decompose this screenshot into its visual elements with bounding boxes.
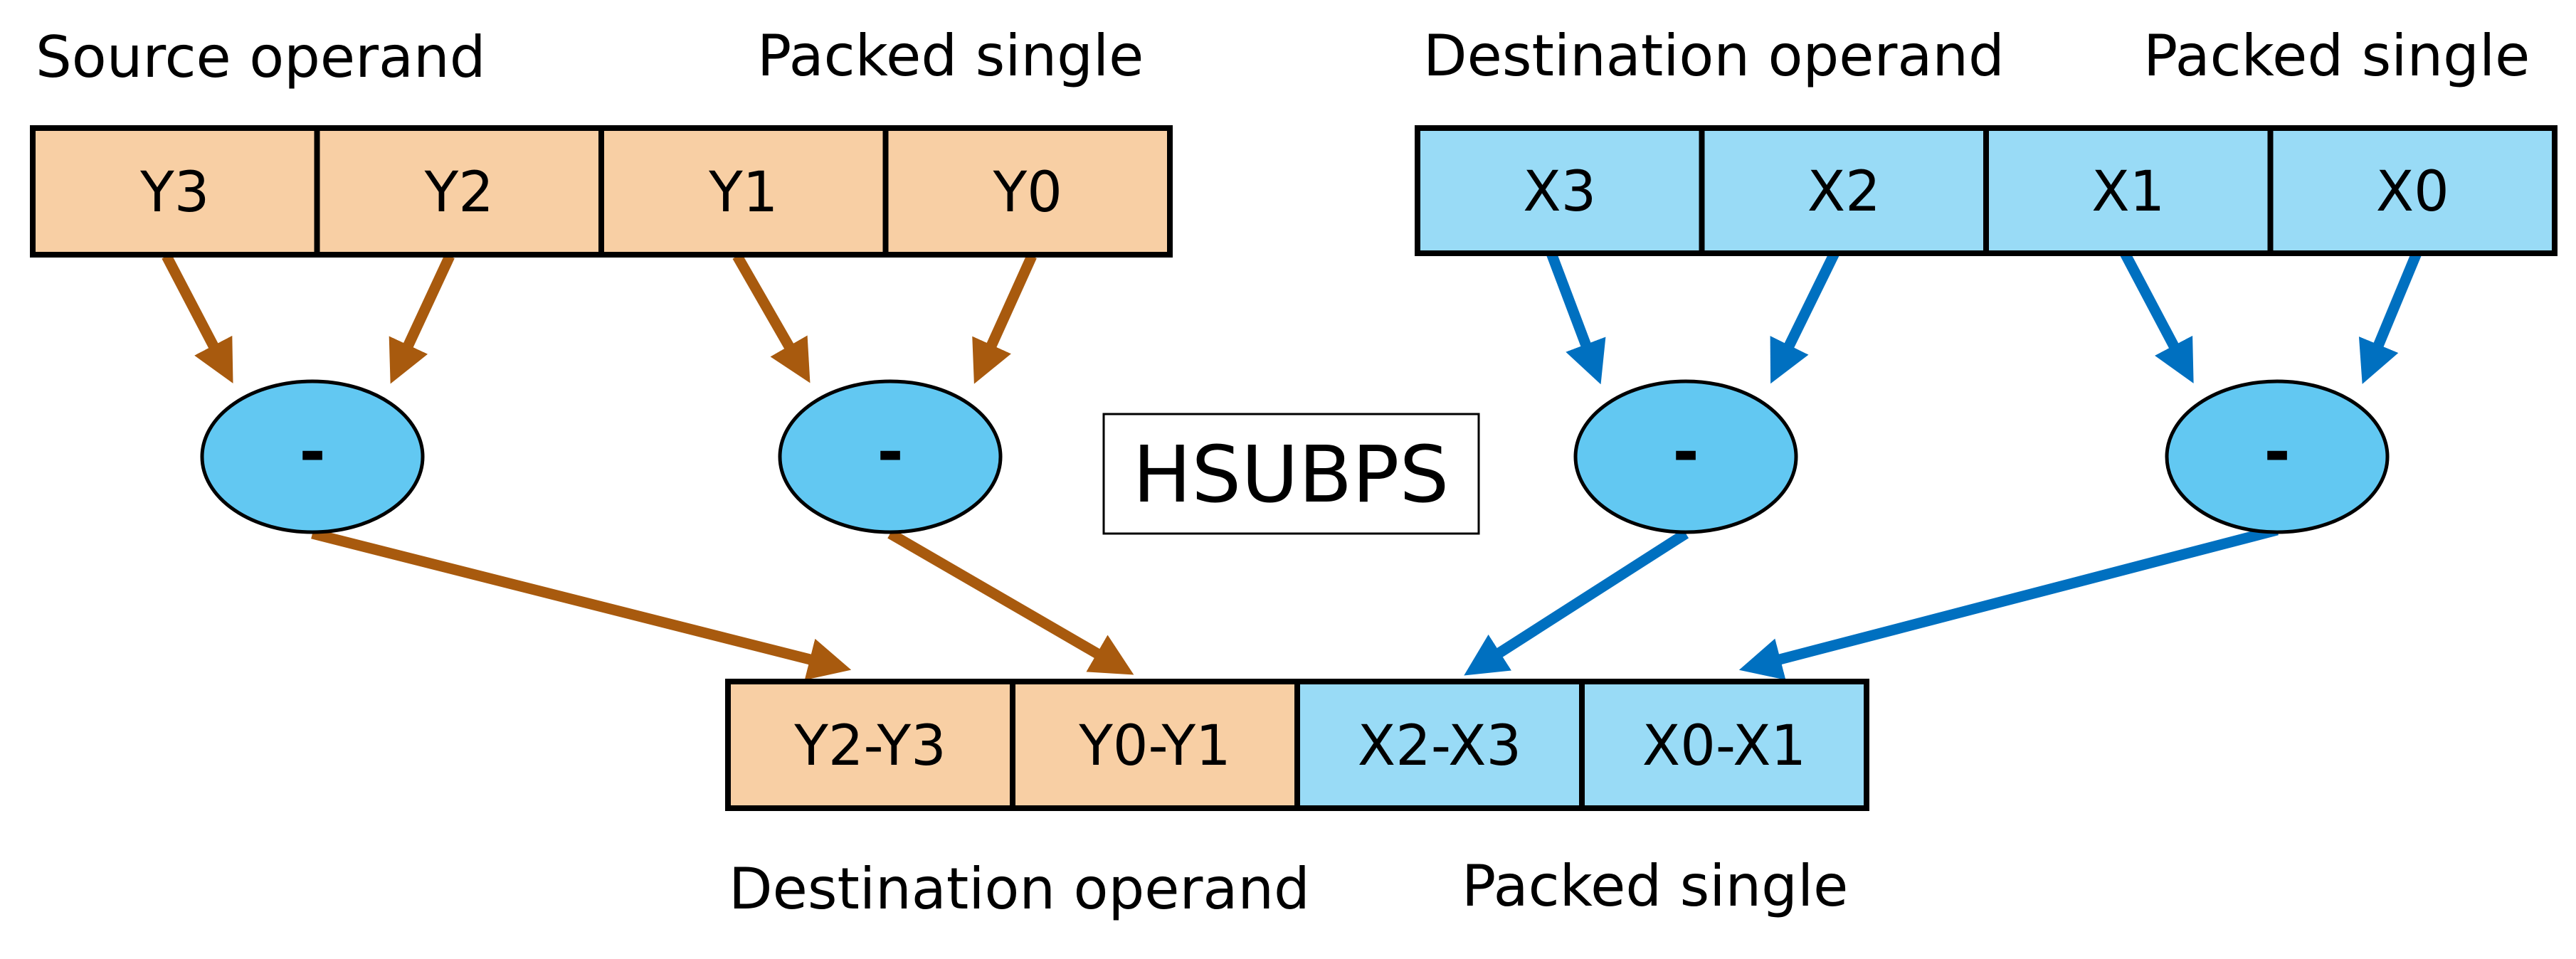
source-cell: Y1 xyxy=(598,125,889,258)
result-cell: Y0-Y1 xyxy=(1010,679,1300,811)
result-cell: X2-X3 xyxy=(1294,679,1585,811)
flow-arrow xyxy=(1464,529,1689,676)
source-register: Y3 Y2 Y1 Y0 xyxy=(30,125,1173,258)
result-operand-label: Destination operand xyxy=(729,856,1310,922)
source-cell-label: Y1 xyxy=(708,161,778,225)
minus-sign: - xyxy=(299,415,325,489)
source-cell-label: Y0 xyxy=(993,161,1062,225)
minus-sign: - xyxy=(877,415,903,489)
subtract-op: - xyxy=(2165,379,2390,534)
arrows xyxy=(162,250,2422,680)
source-cell: Y0 xyxy=(882,125,1173,258)
flow-arrow xyxy=(2120,250,2194,383)
dest-cell: X1 xyxy=(1983,125,2274,256)
flow-arrow xyxy=(1770,250,1839,384)
source-operand-label: Source operand xyxy=(36,24,486,90)
dest-cell-label: X3 xyxy=(1523,160,1596,224)
result-register: Y2-Y3 Y0-Y1 X2-X3 X0-X1 xyxy=(725,679,1869,811)
flow-arrow xyxy=(972,253,1037,384)
dest-cell: X3 xyxy=(1415,125,1705,256)
result-cell: Y2-Y3 xyxy=(725,679,1015,811)
dest-cell-label: X1 xyxy=(2091,160,2165,224)
flow-arrow xyxy=(732,253,811,383)
result-cell-label: X0-X1 xyxy=(1642,714,1806,778)
result-cell-label: Y0-Y1 xyxy=(1078,714,1230,778)
dest-operand-label: Destination operand xyxy=(1423,23,2005,89)
source-cell: Y3 xyxy=(30,125,320,258)
flow-arrow xyxy=(389,253,455,384)
subtract-op: - xyxy=(778,379,1003,534)
subtract-op: - xyxy=(1573,379,1798,534)
flow-arrow xyxy=(162,253,233,383)
flow-arrow xyxy=(887,529,1134,675)
instruction-name: HSUBPS xyxy=(1133,429,1450,520)
source-cell-label: Y3 xyxy=(139,161,209,225)
flow-arrow xyxy=(1546,251,1606,385)
source-cell-label: Y2 xyxy=(424,161,494,225)
subtract-op: - xyxy=(200,379,425,534)
result-type-label: Packed single xyxy=(1462,853,1848,919)
source-cell: Y2 xyxy=(314,125,604,258)
dest-type-label: Packed single xyxy=(2143,23,2530,89)
dest-cell-label: X2 xyxy=(1807,160,1881,224)
flow-arrow xyxy=(1738,524,2279,680)
instruction-box xyxy=(1102,413,1480,535)
dest-cell: X2 xyxy=(1699,125,1989,256)
dest-cell-label: X0 xyxy=(2376,160,2449,224)
flow-arrow xyxy=(311,528,852,680)
result-cell-label: X2-X3 xyxy=(1358,714,1521,778)
result-cell-label: Y2-Y3 xyxy=(793,714,946,778)
flow-arrow xyxy=(2358,251,2422,384)
source-type-label: Packed single xyxy=(757,23,1144,89)
subtract-ops: ---- xyxy=(200,379,2390,534)
dest-register: X3 X2 X1 X0 xyxy=(1415,125,2557,256)
minus-sign: - xyxy=(1672,415,1699,489)
result-cell: X0-X1 xyxy=(1579,679,1869,811)
dest-cell: X0 xyxy=(2267,125,2557,256)
minus-sign: - xyxy=(2264,415,2290,489)
